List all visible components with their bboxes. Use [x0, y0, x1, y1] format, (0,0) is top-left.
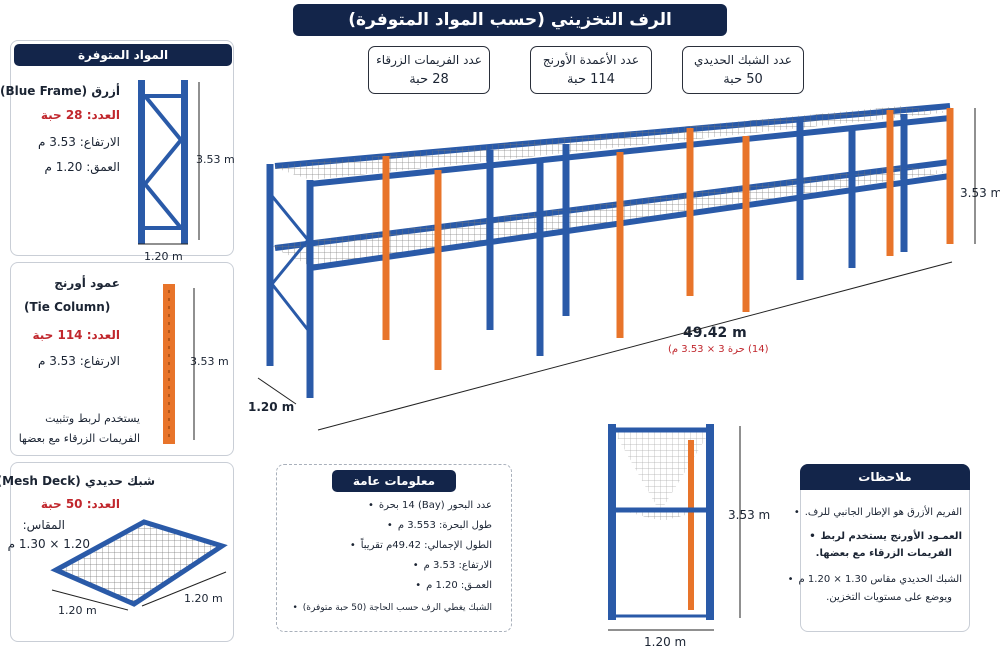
note-item-cont: ويوضع على مستويات التخزين.: [826, 592, 952, 603]
main-dim-length-note: (14) حرة 3 × 3.53 م): [668, 344, 769, 355]
notes-header: ملاحظات: [800, 464, 970, 490]
main-dim-height: 3.53 m: [960, 186, 1000, 200]
general-item: الشبك يغطي الرف حسب الحاجة (50 حبة متوفر…: [292, 603, 492, 613]
mesh-size-label: المقاس:: [22, 518, 65, 532]
mesh-name: شبك حديدي (Mesh Deck): [0, 474, 155, 488]
frame-count: العدد: 28 حبة: [40, 108, 120, 122]
general-info-header: معلومات عامة: [332, 470, 456, 492]
general-item: الطول الإجمالي: 49.42م تقريباً: [350, 540, 492, 551]
mesh-dim-a: 1.20 m: [58, 604, 97, 617]
general-item: عدد البحور (Bay) 14 بحرة: [368, 500, 492, 511]
column-name-en: (Tie Column): [24, 300, 111, 314]
note-item: العمـود الأورنج يستخدم لربط: [809, 531, 962, 542]
column-name: عمود أورنج: [54, 276, 120, 290]
stat-column-count: عدد الأعمدة الأورنج 114 حبة: [530, 46, 652, 94]
mesh-size: 1.20 × 1.30 م: [7, 537, 90, 551]
frame-depth: العمق: 1.20 م: [44, 160, 120, 174]
general-item: العمـق: 1.20 م: [415, 580, 492, 591]
rack-3d-illustration: [257, 103, 976, 431]
general-info-box: [276, 464, 512, 632]
column-desc-2: الفريمات الزرقاء مع بعضها: [18, 432, 140, 445]
column-dim-height: 3.53 m: [190, 355, 229, 368]
materials-panel-frame: [10, 40, 234, 256]
general-item: طول البحرة: 3.553 م: [387, 520, 492, 531]
end-view-dim-width: 1.20 m: [644, 635, 687, 649]
stat-label: عدد الأعمدة الأورنج: [542, 53, 640, 67]
end-view-dim-height: 3.53 m: [728, 508, 771, 522]
stat-label: عدد الفريمات الزرقاء: [376, 53, 482, 67]
main-dim-depth: 1.20 m: [248, 400, 295, 414]
materials-header: المواد المتوفرة: [14, 44, 232, 66]
note-item: الشبك الحديدي مقاس 1.30 × 1.20 م: [788, 574, 962, 585]
main-dim-length: 49.42 m: [683, 325, 747, 341]
general-item: الارتفاع: 3.53 م: [413, 560, 492, 571]
frame-dim-width: 1.20 m: [144, 250, 183, 263]
materials-panel-column: [10, 262, 234, 456]
column-count: العدد: 114 حبة: [32, 328, 120, 342]
stat-frame-count: عدد الفريمات الزرقاء 28 حبة: [368, 46, 490, 94]
stat-value: 114 حبة: [567, 72, 615, 87]
materials-panel-mesh: [10, 462, 234, 642]
stat-value: 50 حبة: [723, 72, 763, 87]
column-height: الارتفاع: 3.53 م: [37, 354, 120, 368]
page-title: الرف التخزيني (حسب المواد المتوفرة): [293, 4, 727, 36]
mesh-dim-b: 1.20 m: [184, 592, 223, 605]
note-item: الفريم الأزرق هو الإطار الجانبي للرف.: [794, 507, 962, 518]
stat-value: 28 حبة: [409, 72, 449, 87]
frame-name: أزرق (Blue Frame): [0, 84, 120, 98]
stat-mesh-count: عدد الشبك الحديدي 50 حبة: [682, 46, 804, 94]
frame-dim-height: 3.53 m: [196, 153, 235, 166]
note-item-cont: الفريمات الزرقاء مع بعضها.: [815, 548, 952, 559]
column-desc-1: يستخدم لربط وتثبيت: [45, 412, 140, 425]
rack-end-view-illustration: [608, 424, 741, 631]
stat-label: عدد الشبك الحديدي: [694, 53, 792, 67]
frame-height: الارتفاع: 3.53 م: [37, 135, 120, 149]
mesh-count: العدد: 50 حبة: [40, 497, 120, 511]
